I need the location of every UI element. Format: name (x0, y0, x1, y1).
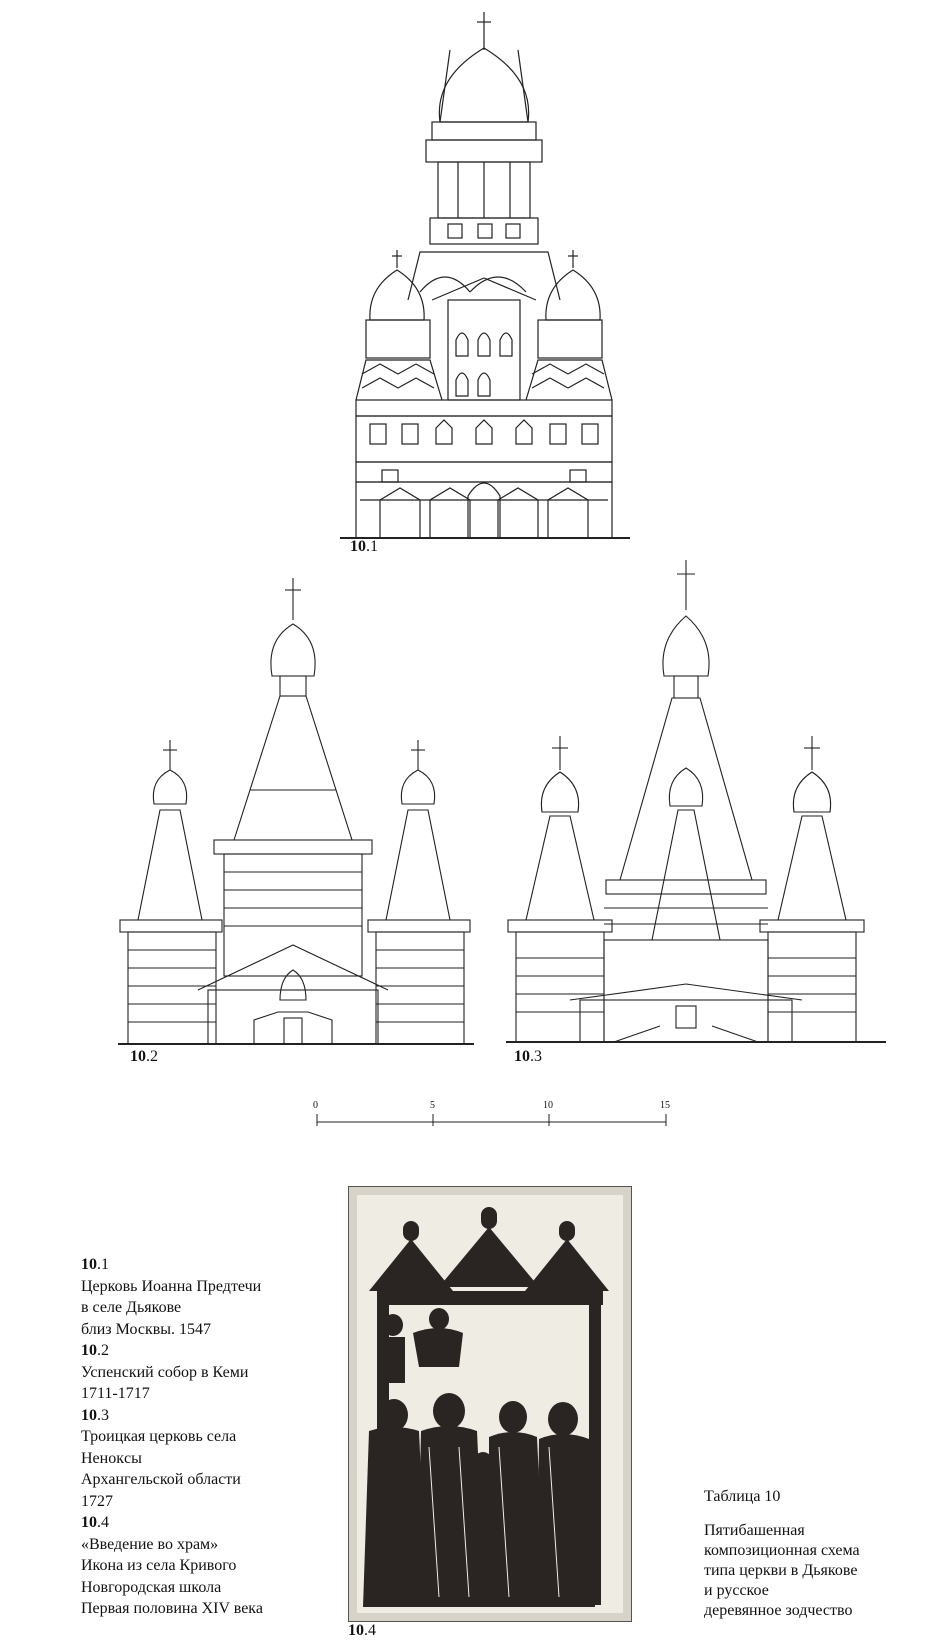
figure-label-10-4: 10.4 (348, 1622, 376, 1639)
icon-presentation-image (348, 1186, 632, 1622)
table-title: Таблица 10 (704, 1488, 781, 1505)
table-note: Таблица 10 Пятибашенная композиционная с… (704, 1487, 919, 1621)
caption-10-3: 10.3 Троицкая церковь села Ненокcы Архан… (81, 1406, 241, 1510)
scale-tick-5: 5 (430, 1100, 435, 1111)
figure-label-10-1: 10.1 (350, 538, 378, 555)
caption-10-4: 10.4 «Введение во храм» Икона из села Кр… (81, 1514, 263, 1617)
scale-tick-10: 10 (543, 1100, 553, 1111)
caption-10-2: 10.2 Успенский собор в Кеми 1711-1717 (81, 1342, 249, 1402)
scale-tick-0: 0 (313, 1100, 318, 1111)
figure-label-10-2: 10.2 (130, 1048, 158, 1065)
caption-10-1: 10.1 Церковь Иоанна Предтечи в селе Дьяк… (81, 1256, 262, 1338)
scale-tick-15: 15 (660, 1100, 670, 1111)
figure-label-10-3: 10.3 (514, 1048, 542, 1065)
figure-captions: 10.1 Церковь Иоанна Предтечи в селе Дьяк… (81, 1254, 331, 1620)
